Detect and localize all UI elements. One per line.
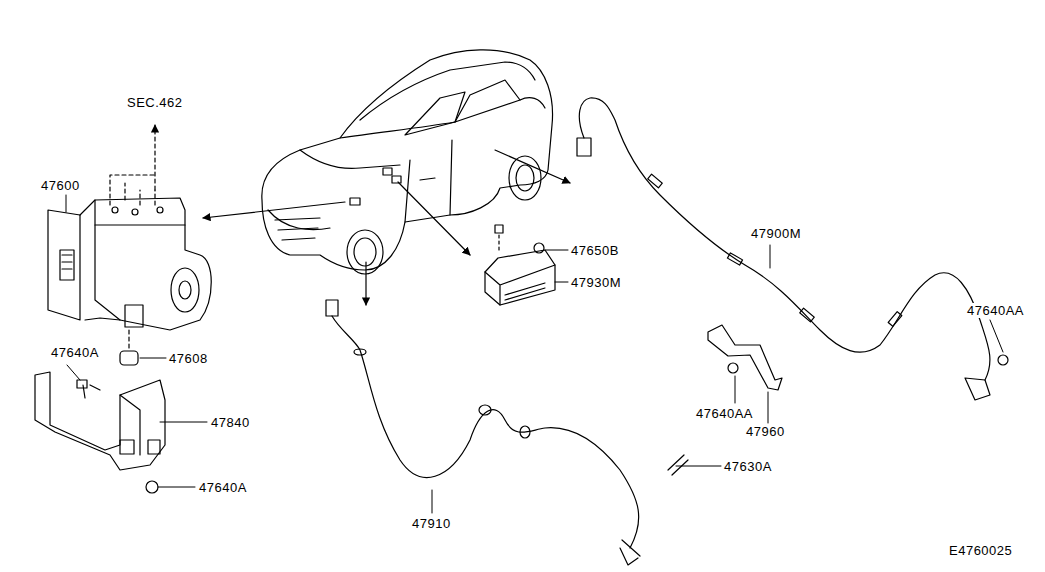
callout-number: 47910	[411, 516, 452, 531]
sensor-bracket	[708, 325, 782, 390]
callout-number: 47840	[210, 415, 251, 430]
vehicle-illustration	[203, 50, 570, 305]
leader-lines	[66, 195, 1003, 513]
callout-number: 47640A	[50, 345, 100, 360]
wheel-sensor-harness	[326, 300, 688, 565]
callout-number: 47930M	[570, 275, 622, 290]
callout-number: 47630A	[723, 459, 773, 474]
figure-code: E4760025	[948, 543, 1013, 558]
abs-bracket	[35, 372, 165, 493]
callout-number: 47640A	[198, 480, 248, 495]
callout-number: 47960	[745, 424, 786, 439]
callout-number: 47640AA	[966, 303, 1025, 318]
abs-actuator	[48, 125, 211, 365]
rear-sensor-harness	[577, 98, 1008, 400]
callout-number: 47640AA	[695, 406, 754, 421]
yaw-rate-sensor	[485, 225, 555, 305]
callout-number: 47608	[168, 351, 209, 366]
section-reference: SEC.462	[126, 95, 184, 110]
callout-number: 47650B	[570, 243, 620, 258]
callout-number: 47600	[40, 178, 81, 193]
callout-number: 47900M	[750, 226, 802, 241]
